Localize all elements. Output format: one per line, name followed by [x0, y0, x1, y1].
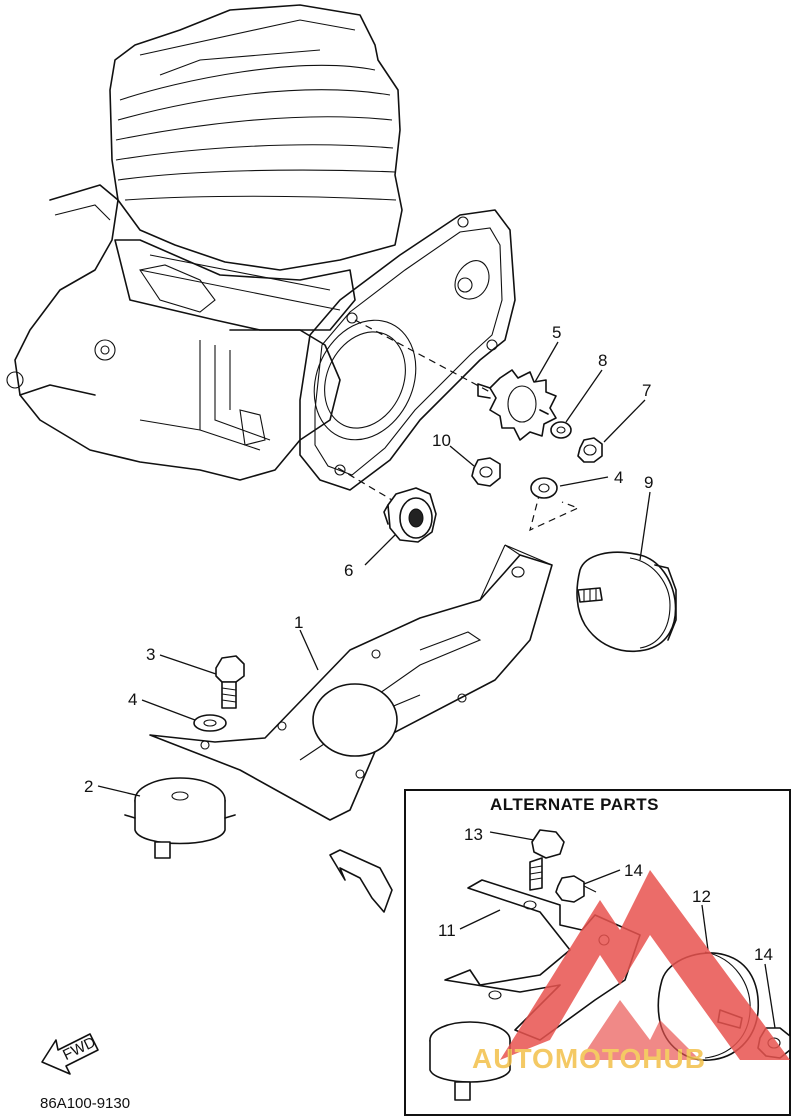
- direction-arrow: [329, 849, 393, 913]
- callout-14-lower: 14: [754, 945, 773, 964]
- callout-13: 13: [464, 825, 483, 844]
- engine-mount-part-9: [576, 551, 677, 652]
- callout-4-upper: 4: [614, 468, 623, 487]
- bolt-part-3: [215, 655, 245, 709]
- bolt-part-13: [529, 829, 565, 891]
- callout-1: 1: [294, 613, 303, 632]
- watermark-logo: AUTOMOTOHUB: [472, 870, 790, 1074]
- nut-part-7: [577, 437, 603, 463]
- callout-9: 9: [644, 473, 653, 492]
- rubber-bushing-part-5: [477, 369, 557, 441]
- watermark-text: AUTOMOTOHUB: [472, 1043, 706, 1074]
- callout-labels: 1 2 3 4 4 5 6 7 8 9 10 11 12 13 14 14: [84, 323, 773, 964]
- rubber-mount-part-2: [124, 777, 236, 859]
- bushing-part-6: [383, 487, 437, 543]
- callout-6: 6: [344, 561, 353, 580]
- washer-part-8: [550, 421, 572, 439]
- callout-14-upper: 14: [624, 861, 643, 880]
- fwd-arrow-icon: FWD: [41, 1033, 99, 1075]
- callout-12: 12: [692, 887, 711, 906]
- callout-11: 11: [438, 921, 456, 940]
- nut-part-10: [471, 457, 501, 487]
- engine-block-illustration: [6, 4, 516, 491]
- washer-part-4-lower: [193, 714, 227, 732]
- callout-3: 3: [146, 645, 155, 664]
- washer-part-4-upper: [530, 477, 558, 499]
- callout-2: 2: [84, 777, 93, 796]
- leader-lines: [97, 341, 776, 1029]
- alternate-parts-heading: ALTERNATE PARTS: [490, 795, 659, 814]
- callout-8: 8: [598, 351, 607, 370]
- rubber-mount-alternate: [429, 1021, 511, 1101]
- drawing-code: 86A100-9130: [40, 1095, 130, 1112]
- watermark-triangle-icon: [500, 870, 790, 1060]
- bracket-part-1: [149, 544, 553, 821]
- callout-10: 10: [432, 431, 451, 450]
- nut-part-14-upper: [555, 875, 597, 903]
- callout-7: 7: [642, 381, 651, 400]
- callout-5: 5: [552, 323, 561, 342]
- callout-4-lower: 4: [128, 690, 137, 709]
